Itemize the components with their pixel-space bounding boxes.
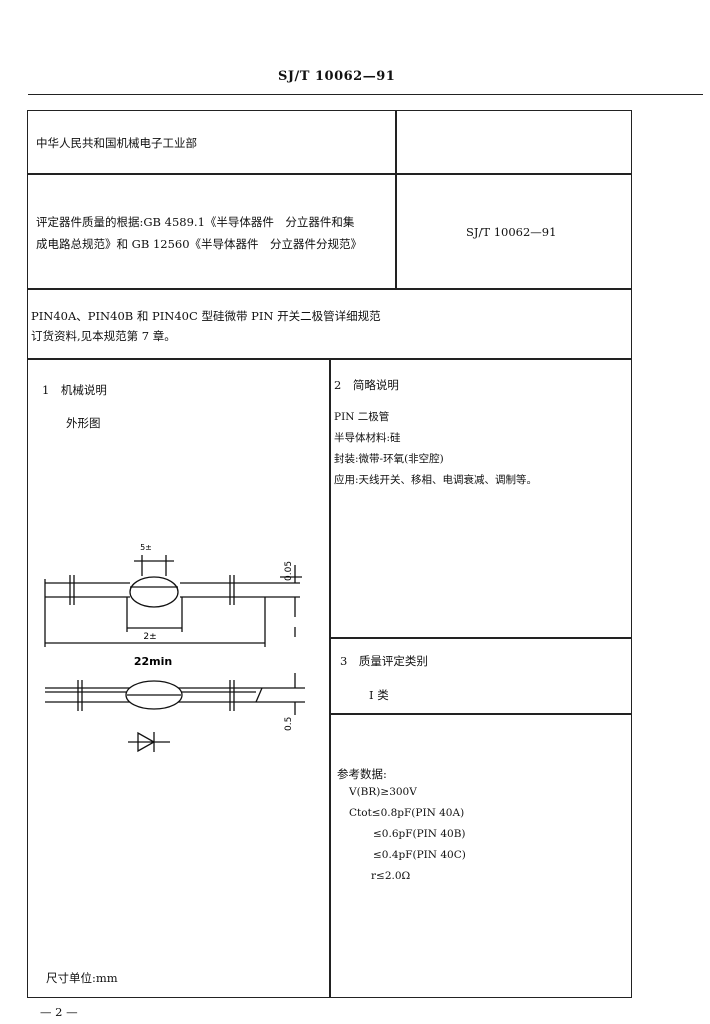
header-rule [28, 94, 703, 95]
ordering-info: 订货资料,见本规范第 7 章。 [31, 329, 176, 343]
divider-2 [27, 288, 632, 290]
capacitance-40c: ≤0.4pF(PIN 40C) [373, 849, 466, 861]
brief-line-3: 封装:微带-环氧(非空腔) [334, 453, 444, 465]
ministry-name: 中华人民共和国机械电子工业部 [36, 136, 197, 150]
resistance: r≤2.0Ω [371, 870, 411, 882]
standard-code-header: SJ/T 10062—91 [278, 69, 396, 84]
dim-body-label: 2± [143, 632, 156, 642]
dim-top-label: 5± [140, 543, 152, 552]
middle-column-divider [329, 358, 331, 998]
page-number: — 2 — [40, 1005, 78, 1019]
brief-line-2: 半导体材料:硅 [334, 432, 401, 444]
spec-title: PIN40A、PIN40B 和 PIN40C 型硅微带 PIN 开关二极管详细规… [31, 309, 381, 323]
spec-number: SJ/T 10062—91 [466, 225, 557, 239]
top-column-divider [395, 110, 397, 288]
section2-heading: 2 简略说明 [334, 378, 399, 392]
brief-line-1: PIN 二极管 [334, 411, 390, 423]
capacitance-40a: Ctot≤0.8pF(PIN 40A) [349, 807, 465, 819]
basis-line-1: 评定器件质量的根据:GB 4589.1《半导体器件 分立器件和集 [36, 215, 355, 229]
divider-right-1 [329, 637, 632, 639]
breakdown-voltage: V(BR)≥300V [349, 786, 417, 798]
dim-thickness-top-label: 0.05 [284, 561, 294, 581]
unit-note: 尺寸单位:mm [46, 971, 118, 985]
divider-right-2 [329, 713, 632, 715]
section3-heading: 3 质量评定类别 [340, 654, 428, 668]
outline-drawing: 5± 2± 22min 0.05 0.5 [44, 543, 305, 753]
brief-line-4: 应用:天线开关、移相、电调衰减、调制等。 [334, 474, 538, 486]
dim-thickness-bottom-label: 0.5 [284, 717, 294, 731]
divider-1 [27, 173, 632, 175]
capacitance-40b: ≤0.6pF(PIN 40B) [373, 828, 466, 840]
basis-line-2: 成电路总规范》和 GB 12560《半导体器件 分立器件分规范》 [36, 237, 363, 251]
dim-total-label: 22min [134, 655, 172, 668]
outline-drawing-label: 外形图 [66, 416, 101, 430]
reference-heading: 参考数据: [337, 767, 387, 781]
section1-heading: 1 机械说明 [42, 383, 107, 397]
quality-category: I 类 [369, 688, 389, 702]
